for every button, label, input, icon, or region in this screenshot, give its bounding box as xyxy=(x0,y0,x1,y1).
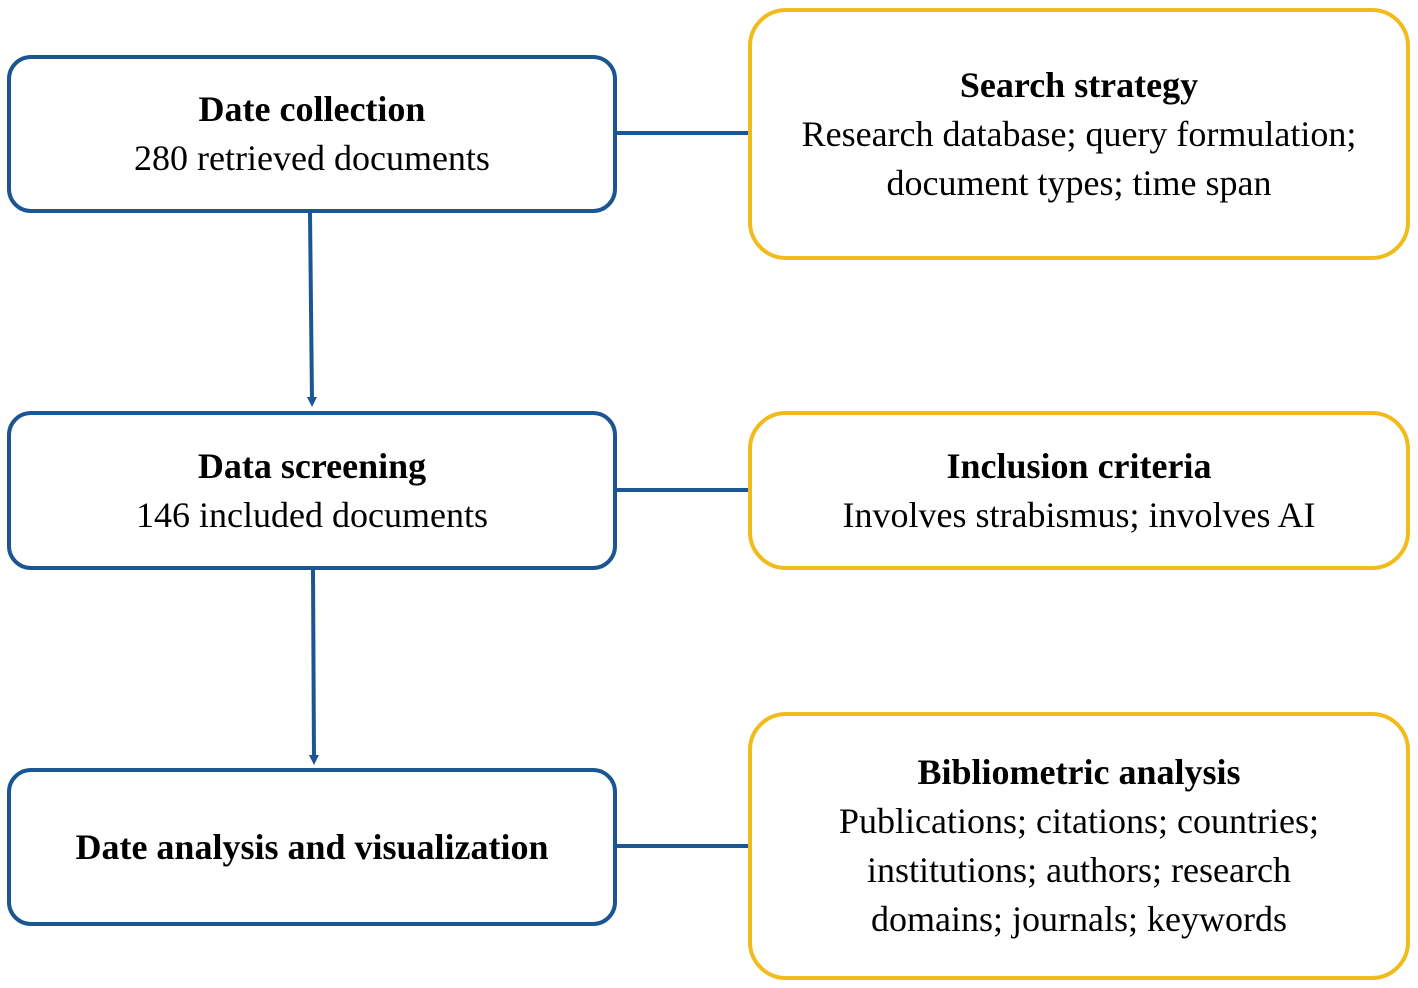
arrow-screening-to-analysis xyxy=(308,569,319,765)
note-detail: Involves strabismus; involves AI xyxy=(842,494,1316,535)
step-title: Date analysis and visualization xyxy=(75,826,549,867)
step-detail: 146 included documents xyxy=(136,494,488,535)
note-detail: Publications; citations; countries; inst… xyxy=(839,801,1319,939)
note-title: Inclusion criteria xyxy=(946,445,1212,486)
arrow-collection-to-screening xyxy=(306,212,317,407)
note-bibliometric-analysis: Bibliometric analysis Publications; cita… xyxy=(748,712,1410,980)
step-title: Data screening xyxy=(197,445,427,486)
note-detail: Research database; query formulation; do… xyxy=(801,113,1357,203)
note-title: Bibliometric analysis xyxy=(917,752,1241,792)
note-inclusion-criteria: Inclusion criteria Involves strabismus; … xyxy=(748,411,1410,570)
step-date-analysis-visualization: Date analysis and visualization xyxy=(7,768,617,926)
step-title: Date collection xyxy=(198,89,426,129)
step-detail: 280 retrieved documents xyxy=(134,138,490,178)
note-search-strategy: Search strategy Research database; query… xyxy=(748,8,1410,260)
step-date-collection: Date collection 280 retrieved documents xyxy=(7,55,617,213)
step-data-screening: Data screening 146 included documents xyxy=(7,411,617,570)
note-title: Search strategy xyxy=(959,64,1199,105)
